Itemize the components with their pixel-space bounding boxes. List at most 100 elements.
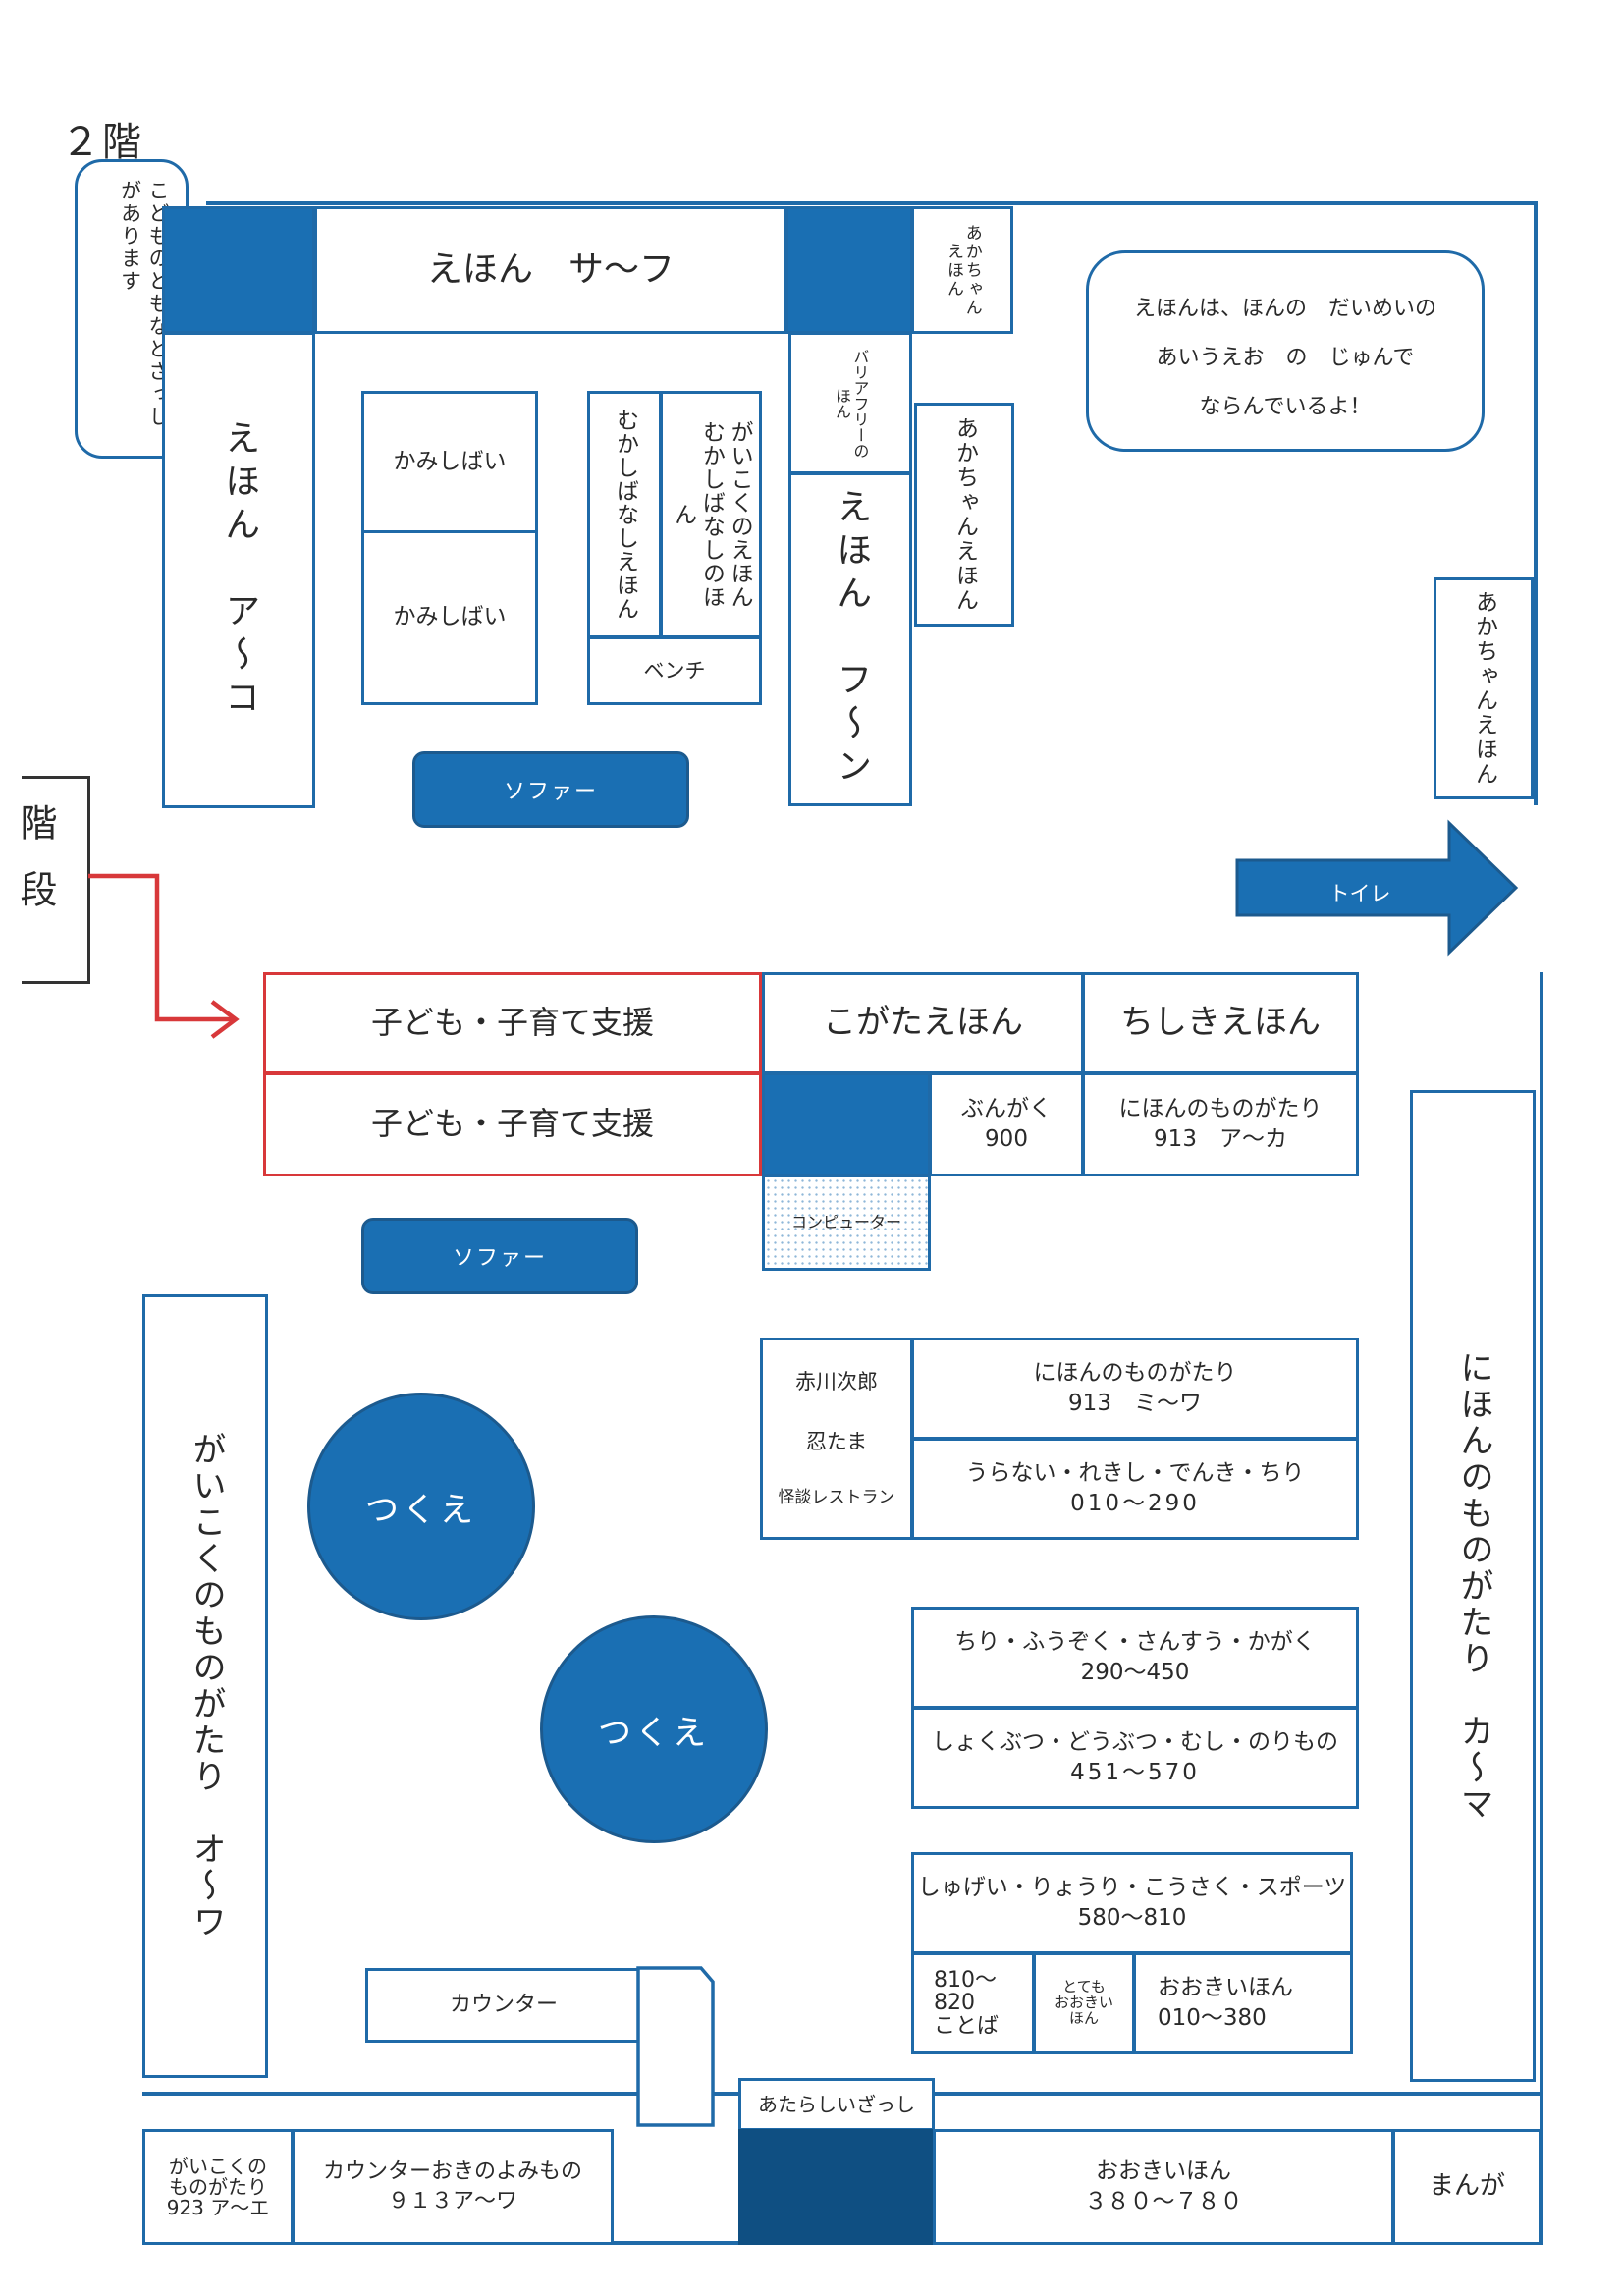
shelf-chiri-line2: 290～450 xyxy=(1080,1660,1190,1685)
shelf-gaikoku-mukashi-label: がいこくのえほんむかしばなしのほん xyxy=(670,420,753,609)
counter-label: カウンター xyxy=(449,1993,558,2018)
shelf-ehon-sa-fu[interactable]: えほん サ～フ xyxy=(314,206,787,334)
shelf-kosodate-2-label: 子ども・子育て支援 xyxy=(370,1105,654,1143)
shelf-totemo-line1: とても xyxy=(1062,1978,1106,1996)
shelf-nihon-913-mw-line1: にほんのものがたり xyxy=(1033,1359,1237,1386)
table-2: つくえ xyxy=(540,1615,768,1843)
shelf-ookii-small-line1: おおきいほん xyxy=(1158,1974,1293,2000)
shelf-kamishibai-2[interactable]: かみしばい xyxy=(361,530,538,705)
shelf-gaikoku-923[interactable]: がいこくの ものがたり 923 ア～エ xyxy=(142,2129,294,2245)
shelf-gaikoku-o-wa[interactable]: がいこくのものがたり オ～ワ xyxy=(142,1294,268,2078)
shelf-kosodate-1[interactable]: 子ども・子育て支援 xyxy=(263,972,762,1074)
callout-order-line3: ならんでいるよ！ xyxy=(1199,395,1372,419)
callout-order-line2: あいうえお の じゅんで xyxy=(1156,346,1415,370)
shelf-nihon-913-ak-line2: 913 ア～カ xyxy=(1154,1126,1287,1152)
shelf-uranai[interactable]: うらない・れきし・でんき・ちり 010～290 xyxy=(911,1438,1359,1540)
counter[interactable]: カウンター xyxy=(365,1968,642,2043)
shelf-gaikoku-923-line3: 923 ア～エ xyxy=(166,2195,270,2219)
shelf-ookii-small[interactable]: おおきいほん 010～380 xyxy=(1133,1952,1353,2054)
shelf-gaikoku-mukashi[interactable]: がいこくのえほんむかしばなしのほん xyxy=(660,391,762,638)
shelf-kotoba-line1: 810～ xyxy=(934,1968,997,1994)
shelf-counter-oki[interactable]: カウンターおきのよみもの ９１３ア～ワ xyxy=(292,2129,614,2245)
wall-right-lower xyxy=(1540,972,1543,2244)
callout-order-note: えほんは、ほんの だいめいの あいうえお の じゅんで ならんでいるよ！ xyxy=(1086,250,1485,452)
shelf-counter-oki-line2: ９１３ア～ワ xyxy=(387,2189,517,2214)
shelf-bench-label: ベンチ xyxy=(643,658,706,683)
shelf-akachan-ehon-small[interactable]: あかちゃんえほん xyxy=(911,206,1013,334)
shelf-kamishibai-2-label: かみしばい xyxy=(393,604,507,630)
shelf-gaikoku-923-line2: ものがたり xyxy=(169,2174,267,2199)
shelf-akachan-ehon-right[interactable]: あかちゃんえほん xyxy=(1434,577,1534,799)
shelf-kogata-ehon-label: こがたえほん xyxy=(823,1003,1023,1043)
toilet-label: トイレ xyxy=(1328,882,1391,905)
shelf-end-dark-2 xyxy=(785,206,913,334)
shelf-kogata-ehon[interactable]: こがたえほん xyxy=(762,972,1084,1074)
shelf-totemo-line3: ほん xyxy=(1068,2008,1099,2027)
wall-right-upper xyxy=(1534,201,1538,805)
shelf-chiri[interactable]: ちり・ふうぞく・さんすう・かがく 290～450 xyxy=(911,1607,1359,1709)
shelf-shokubutsu-line2: 451～570 xyxy=(1070,1760,1200,1785)
shelf-ookii-big[interactable]: おおきいほん ３８０～７８０ xyxy=(933,2129,1394,2245)
shelf-end-dark-3 xyxy=(762,1072,931,1176)
shelf-akachan-ehon-mid-label: あかちゃんえほん xyxy=(951,416,978,613)
shelf-barrier-free[interactable]: バリアフリーのほん xyxy=(788,332,912,474)
shelf-series[interactable]: 赤川次郎 忍たま 怪談レストラン xyxy=(760,1338,913,1540)
stairs-label: 階段 xyxy=(14,803,57,937)
shelf-totemo-ookii[interactable]: とても おおきい ほん xyxy=(1033,1952,1135,2054)
shelf-nihon-ka-ma[interactable]: にほんのものがたり カ～マ xyxy=(1410,1090,1536,2082)
shelf-shugei[interactable]: しゅげい・りょうり・こうさく・スポーツ 580～810 xyxy=(911,1852,1353,1954)
computer-station-label: コンピューター xyxy=(790,1213,901,1232)
series-nintama: 忍たま xyxy=(805,1429,868,1453)
counter-corner xyxy=(636,1966,715,2127)
series-akagawa: 赤川次郎 xyxy=(795,1370,878,1394)
shelf-kotoba-line2: 820 xyxy=(934,1991,975,2016)
shelf-akachan-ehon-right-label: あかちゃんえほん xyxy=(1471,590,1497,787)
wall-top xyxy=(206,201,1538,205)
shelf-ehon-fu-n[interactable]: えほん フ～ン xyxy=(788,472,912,806)
shelf-totemo-line2: おおきい xyxy=(1054,1994,1113,2012)
shelf-ehon-sa-fu-label: えほん サ～フ xyxy=(426,248,675,290)
sofa-bottom-label: ソファー xyxy=(452,1246,547,1271)
shelf-kamishibai-1[interactable]: かみしばい xyxy=(361,391,538,533)
shelf-ookii-big-line2: ３８０～７８０ xyxy=(1084,2189,1243,2214)
shelf-shokubutsu-line1: しょくぶつ・どうぶつ・むし・のりもの xyxy=(932,1728,1338,1755)
shelf-kotoba[interactable]: 810～ 820 ことば xyxy=(911,1952,1035,2054)
shelf-end-dark-4 xyxy=(738,2129,935,2245)
shelf-kosodate-2[interactable]: 子ども・子育て支援 xyxy=(263,1072,762,1176)
shelf-end-dark-1 xyxy=(162,206,315,334)
shelf-gaikoku-o-wa-label: がいこくのものがたり オ～ワ xyxy=(186,1432,226,1941)
table-1: つくえ xyxy=(307,1393,535,1620)
shelf-akachan-ehon-mid[interactable]: あかちゃんえほん xyxy=(914,403,1014,627)
shelf-bench[interactable]: ベンチ xyxy=(587,636,762,705)
toilet-arrow[interactable] xyxy=(1235,819,1520,957)
shelf-kosodate-1-label: 子ども・子育て支援 xyxy=(370,1004,654,1042)
shelf-kamishibai-1-label: かみしばい xyxy=(393,448,507,474)
shelf-shokubutsu[interactable]: しょくぶつ・どうぶつ・むし・のりもの 451～570 xyxy=(911,1707,1359,1809)
shelf-atarashii-zasshi[interactable]: あたらしいざっし xyxy=(738,2078,935,2131)
shelf-ehon-fu-n-label: えほん フ～ン xyxy=(831,488,872,791)
computer-station[interactable]: コンピューター xyxy=(762,1175,931,1271)
shelf-bungaku[interactable]: ぶんがく 900 xyxy=(929,1072,1084,1176)
shelf-nihon-913-mw[interactable]: にほんのものがたり 913 ミ～ワ xyxy=(911,1338,1359,1440)
shelf-ehon-a-ko-label: えほん ア～コ xyxy=(219,418,260,722)
shelf-bungaku-line1: ぶんがく xyxy=(961,1095,1052,1121)
shelf-manga-label: まんが xyxy=(1428,2171,1505,2202)
shelf-nihon-913-mw-line2: 913 ミ～ワ xyxy=(1068,1391,1202,1416)
floor-title: ２階 xyxy=(61,120,143,165)
shelf-ehon-a-ko[interactable]: えほん ア～コ xyxy=(162,332,315,808)
shelf-nihon-913-ak[interactable]: にほんのものがたり 913 ア～カ xyxy=(1082,1072,1359,1176)
table-1-label: つくえ xyxy=(365,1490,477,1530)
shelf-chishiki-ehon-label: ちしきえほん xyxy=(1120,1003,1321,1043)
shelf-counter-oki-line1: カウンターおきのよみもの xyxy=(322,2159,582,2185)
callout-order-line1: えほんは、ほんの だいめいの xyxy=(1133,297,1436,321)
shelf-manga[interactable]: まんが xyxy=(1392,2129,1542,2245)
sofa-bottom: ソファー xyxy=(361,1218,638,1294)
shelf-chishiki-ehon[interactable]: ちしきえほん xyxy=(1082,972,1359,1074)
shelf-barrier-free-label: バリアフリーのほん xyxy=(833,348,870,459)
shelf-uranai-line1: うらない・れきし・でんき・ちり xyxy=(965,1459,1305,1486)
shelf-uranai-line2: 010～290 xyxy=(1070,1491,1200,1516)
shelf-mukashibanashi-ehon-label: むかしばなしえほん xyxy=(612,409,638,621)
shelf-mukashibanashi-ehon[interactable]: むかしばなしえほん xyxy=(587,391,662,638)
shelf-atarashii-zasshi-label: あたらしいざっし xyxy=(758,2092,915,2116)
stairs-panel[interactable] xyxy=(22,776,90,984)
